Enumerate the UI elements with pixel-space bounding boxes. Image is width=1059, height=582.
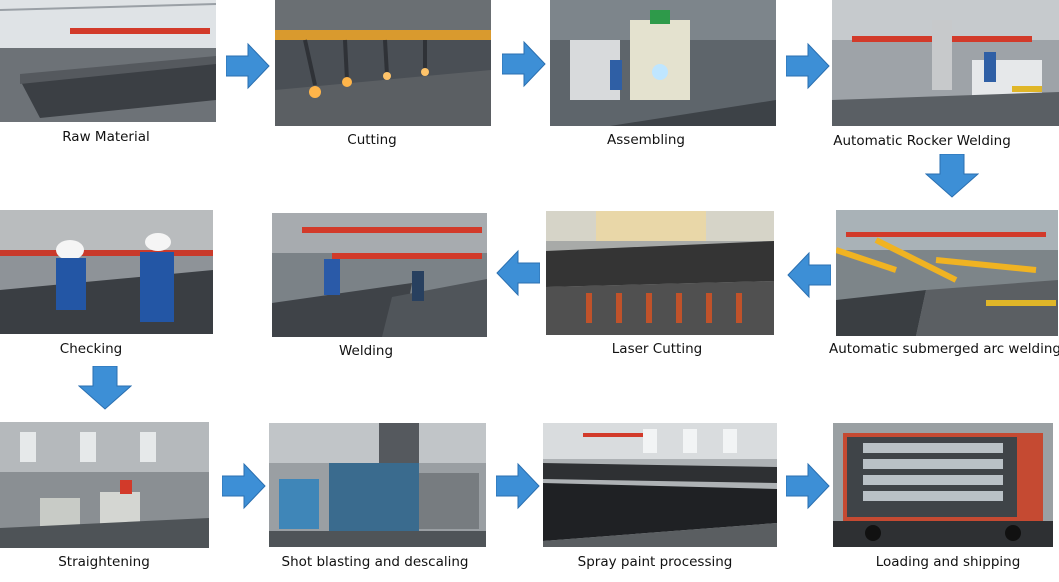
step-label: Checking — [59, 341, 123, 357]
step-label: Automatic Rocker Welding — [833, 133, 1011, 149]
cutting-photo — [275, 0, 491, 126]
arrow-right-icon — [496, 462, 540, 510]
step-label: Automatic submerged arc welding — [829, 341, 1059, 357]
step-label: Raw Material — [62, 129, 150, 145]
raw-material-photo — [0, 0, 216, 122]
step-label: Loading and shipping — [875, 554, 1021, 570]
loading-shipping-photo — [833, 423, 1053, 547]
arrow-right-icon — [786, 462, 830, 510]
arrow-down-icon — [78, 366, 132, 410]
arrow-left-icon — [787, 251, 831, 299]
checking-photo — [0, 210, 213, 334]
step-label: Cutting — [347, 132, 397, 148]
arrow-right-icon — [222, 462, 266, 510]
arrow-left-icon — [496, 249, 540, 297]
assembling-photo — [550, 0, 776, 126]
rocker-welding-photo — [832, 0, 1059, 126]
spray-paint-photo — [543, 423, 777, 547]
arrow-right-icon — [786, 42, 830, 90]
arrow-right-icon — [502, 40, 546, 88]
submerged-arc-welding-photo — [836, 210, 1058, 336]
arrow-down-icon — [925, 154, 979, 198]
arrow-right-icon — [226, 42, 270, 90]
straightening-photo — [0, 422, 209, 548]
step-label: Welding — [338, 343, 394, 359]
shot-blasting-photo — [269, 423, 486, 547]
step-label: Straightening — [58, 554, 150, 570]
step-label: Spray paint processing — [577, 554, 733, 570]
step-label: Assembling — [607, 132, 685, 148]
step-label: Shot blasting and descaling — [281, 554, 469, 570]
step-label: Laser Cutting — [611, 341, 703, 357]
laser-cutting-photo — [546, 211, 774, 335]
welding-photo — [272, 213, 487, 337]
